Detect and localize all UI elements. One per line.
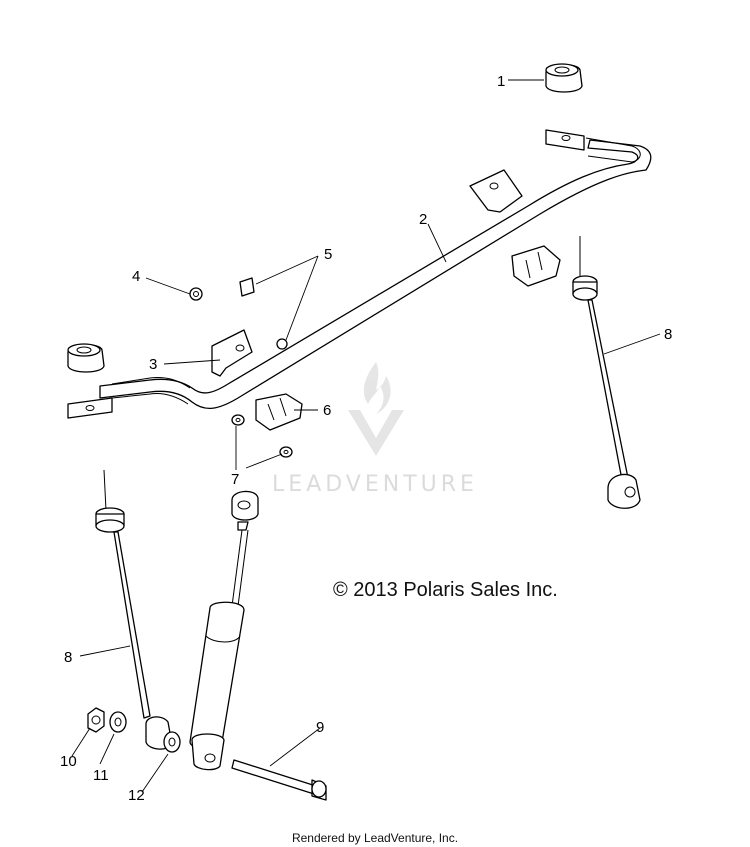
callout-4: 4 <box>132 268 140 285</box>
part-8-link-left <box>95 469 173 750</box>
watermark-v-icon <box>348 410 404 456</box>
part-9-bolt <box>231 759 327 801</box>
part-4-nut <box>189 287 203 301</box>
callout-8-right: 8 <box>664 326 672 343</box>
callout-8-left: 8 <box>64 649 72 666</box>
part-10-nut <box>87 707 105 733</box>
callout-11: 11 <box>93 767 109 784</box>
leader-lines <box>71 79 661 793</box>
watermark-flame-icon <box>363 362 391 414</box>
callout-1: 1 <box>497 73 505 90</box>
callout-2: 2 <box>419 211 427 228</box>
part-1-bushing-left <box>67 343 105 373</box>
leadventure-watermark: LEADVENTURE <box>272 362 478 497</box>
part-2-stabilizer-bar <box>67 129 652 419</box>
copyright-text: © 2013 Polaris Sales Inc. <box>333 579 558 601</box>
watermark-text: LEADVENTURE <box>272 472 478 497</box>
shock-absorber <box>189 490 259 771</box>
callout-12: 12 <box>128 787 145 804</box>
part-3-clamp <box>211 329 253 377</box>
callout-3: 3 <box>149 356 157 373</box>
callout-6: 6 <box>323 402 331 419</box>
callout-10: 10 <box>60 753 77 770</box>
part-6-bushing-block-right <box>511 245 561 287</box>
part-1-bushing <box>545 63 583 93</box>
part-7-washer <box>231 414 293 458</box>
part-5-bolt <box>239 277 288 350</box>
part-6-bushing-block <box>255 393 303 431</box>
callout-7: 7 <box>231 471 239 488</box>
part-12-washer <box>163 731 181 753</box>
part-8-link-right <box>572 236 641 509</box>
part-3-clamp-right <box>469 169 523 213</box>
part-11-washer <box>109 711 127 733</box>
rendered-by-footer: Rendered by LeadVenture, Inc. <box>292 831 458 845</box>
callout-5: 5 <box>324 246 332 263</box>
callout-9: 9 <box>316 719 324 736</box>
